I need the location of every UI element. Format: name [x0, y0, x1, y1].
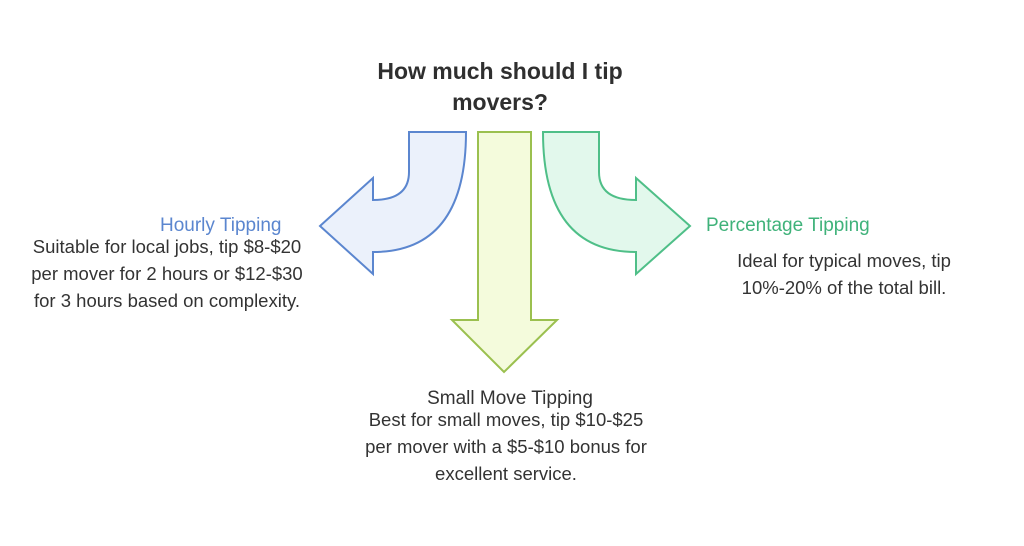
small-move-tipping-description: Best for small moves, tip $10-$25 per mo…: [365, 409, 647, 484]
percentage-tipping-description: Ideal for typical moves, tip 10%-20% of …: [737, 250, 951, 298]
small-move-arrow: [449, 131, 560, 374]
percentage-arrow: [541, 131, 692, 277]
percentage-tipping-heading: Percentage Tipping: [706, 215, 870, 236]
diagram-title: How much should I tip movers?: [377, 58, 623, 115]
hourly-arrow: [318, 131, 468, 277]
hourly-tipping-heading: Hourly Tipping: [160, 215, 282, 236]
small-move-tipping-heading: Small Move Tipping: [427, 388, 593, 409]
hourly-tipping-description: Suitable for local jobs, tip $8-$20 per …: [31, 236, 303, 311]
